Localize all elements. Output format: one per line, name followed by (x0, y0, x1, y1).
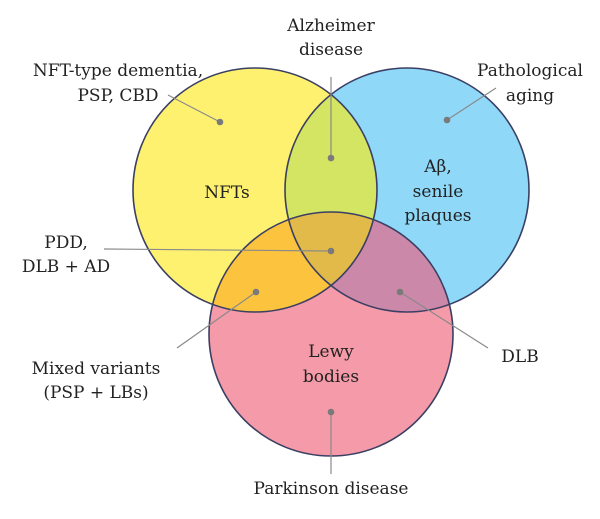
pathological-aging-dot (443, 116, 451, 124)
pdd-label-line1: PDD, (44, 233, 88, 253)
mixed-variants-dot (252, 288, 260, 296)
alzheimer-label-line1: Alzheimer (286, 16, 375, 36)
abeta-label-line2: senile (413, 182, 464, 202)
nft-dementia-label-line2: PSP, CBD (77, 86, 158, 106)
alzheimer-label-line2: disease (299, 40, 363, 60)
pdd-leader (103, 248, 332, 252)
nft-dementia-leader (167, 94, 221, 123)
dlb-leader (399, 291, 489, 349)
pathological-aging-leader (446, 87, 497, 121)
nfts-circle-outline (132, 67, 378, 313)
dlb-label: DLB (501, 347, 538, 367)
mixed-variants-label-line2: (PSP + LBs) (43, 383, 148, 403)
abeta-label-line3: plaques (404, 206, 471, 226)
mixed-variants-leader (176, 291, 257, 349)
nfts-label: NFTs (204, 183, 250, 203)
pdd-label-line2: DLB + AD (22, 257, 110, 277)
lewy-label-line2: bodies (303, 367, 359, 387)
lewy-label-line1: Lewy (308, 342, 354, 362)
pathological-aging-label-line2: aging (506, 86, 554, 106)
pdd-dot (327, 247, 335, 255)
abeta-lewy-overlap (285, 212, 453, 312)
nft-dementia-label-line1: NFT-type dementia, (33, 61, 203, 81)
nfts-lewy-overlap (209, 212, 377, 312)
pathological-aging-label-line1: Pathological (477, 61, 583, 81)
abeta-label-line1: Aβ, (423, 157, 452, 177)
abeta-circle-outline (284, 67, 530, 313)
parkinson-dot (327, 408, 335, 416)
parkinson-label: Parkinson disease (254, 479, 409, 499)
dlb-dot (396, 288, 404, 296)
nft-dementia-dot (216, 118, 224, 126)
mixed-variants-label-line1: Mixed variants (32, 359, 161, 379)
alzheimer-dot (327, 154, 335, 162)
